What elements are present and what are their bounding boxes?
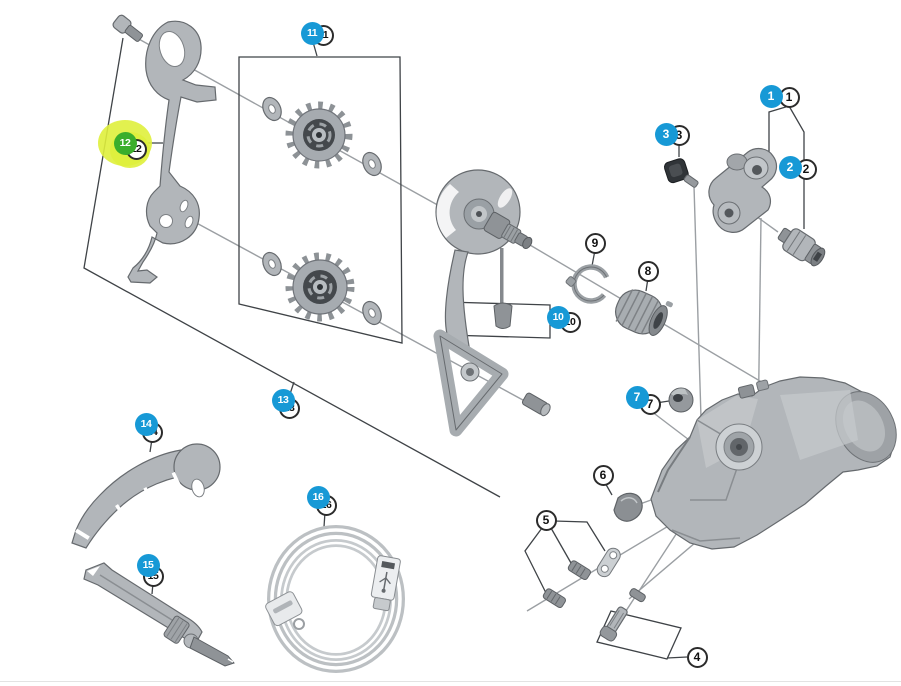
part-upper-washer-right <box>362 151 382 177</box>
part-cap-nut <box>668 387 694 413</box>
part-adjust-bolts <box>542 547 621 609</box>
part-outer-cage-plate <box>433 169 533 437</box>
group-outline-13 <box>83 37 501 498</box>
part-electric-wire <box>265 525 405 673</box>
group-bracket-5 <box>524 520 606 600</box>
group-box-11 <box>238 56 403 344</box>
callout-hotspot-12[interactable]: 12 <box>113 131 137 155</box>
callout-outline-4: 4 <box>686 646 708 668</box>
callout-hotspot-11[interactable]: 11 <box>300 21 324 45</box>
part-lower-washer-left <box>262 251 282 277</box>
group-bracket-1 <box>768 105 805 229</box>
part-cage-pin <box>521 392 551 417</box>
part-bracket-link <box>708 147 778 233</box>
callout-hotspot-13[interactable]: 13 <box>271 388 295 412</box>
part-main-body <box>650 376 897 550</box>
callout-hotspot-7[interactable]: 7 <box>625 385 649 409</box>
plate-bolt <box>112 14 143 42</box>
callout-hotspot-14[interactable]: 14 <box>134 412 158 436</box>
part-cage-bolt <box>493 248 513 329</box>
part-upper-pulley <box>285 101 353 169</box>
part-lower-washer-right <box>362 300 382 326</box>
callout-hotspot-3[interactable]: 3 <box>654 122 678 146</box>
callout-hotspot-2[interactable]: 2 <box>778 155 802 179</box>
callout-hotspot-16[interactable]: 16 <box>306 485 330 509</box>
callout-outline-9: 9 <box>584 232 606 254</box>
part-stopper-bolt <box>663 158 699 188</box>
part-inner-cage-plate <box>127 20 217 284</box>
callout-outline-8: 8 <box>637 260 659 282</box>
callout-outline-5: 5 <box>535 509 557 531</box>
part-axle-barrel <box>777 227 826 267</box>
part-upper-washer-left <box>262 96 282 122</box>
part-chain-guard <box>71 443 221 549</box>
callout-hotspot-10[interactable]: 10 <box>546 305 570 329</box>
part-fixing-bolt <box>599 588 646 642</box>
callout-hotspot-1[interactable]: 1 <box>759 84 783 108</box>
callout-hotspot-15[interactable]: 15 <box>136 553 160 577</box>
bottom-divider <box>0 681 901 682</box>
callout-outline-6: 6 <box>592 464 614 486</box>
part-lower-pulley <box>285 252 355 322</box>
part-plug-tool <box>83 562 235 667</box>
part-snap-ring <box>565 264 611 304</box>
part-spring <box>615 289 673 336</box>
part-rubber-boot <box>613 492 643 522</box>
